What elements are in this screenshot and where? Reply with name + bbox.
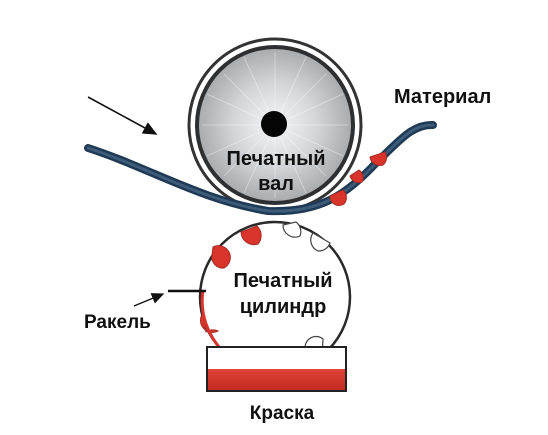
- print-cylinder-label-line2: цилиндр: [240, 296, 327, 318]
- impression-roller-label-line1: Печатный: [227, 148, 326, 170]
- empty-cell: [282, 221, 302, 238]
- print-cylinder: [198, 220, 352, 374]
- ink-filled-cell: [211, 245, 231, 269]
- ink-label: Краска: [250, 403, 315, 424]
- impression-roller-label-line2: вал: [258, 173, 294, 195]
- roller-axle: [261, 111, 287, 137]
- ink-tray: [206, 346, 347, 392]
- doctor-blade: [133, 289, 206, 307]
- impression-roller: [187, 37, 363, 213]
- doctor-blade-label: Ракель: [84, 312, 151, 333]
- transferred-ink-dot: [329, 189, 347, 207]
- ink-reservoir: [208, 369, 345, 390]
- material-label: Материал: [394, 86, 491, 108]
- ink-filled-cell: [240, 225, 262, 246]
- empty-cell: [310, 232, 331, 252]
- material-web: [84, 121, 437, 216]
- print-cylinder-label-line1: Печатный: [234, 270, 333, 292]
- doctor-blade-arrow: [133, 293, 165, 307]
- transferred-ink-dot: [369, 151, 388, 166]
- transferred-ink-dot: [349, 169, 364, 184]
- feed-direction-arrow: [87, 96, 158, 135]
